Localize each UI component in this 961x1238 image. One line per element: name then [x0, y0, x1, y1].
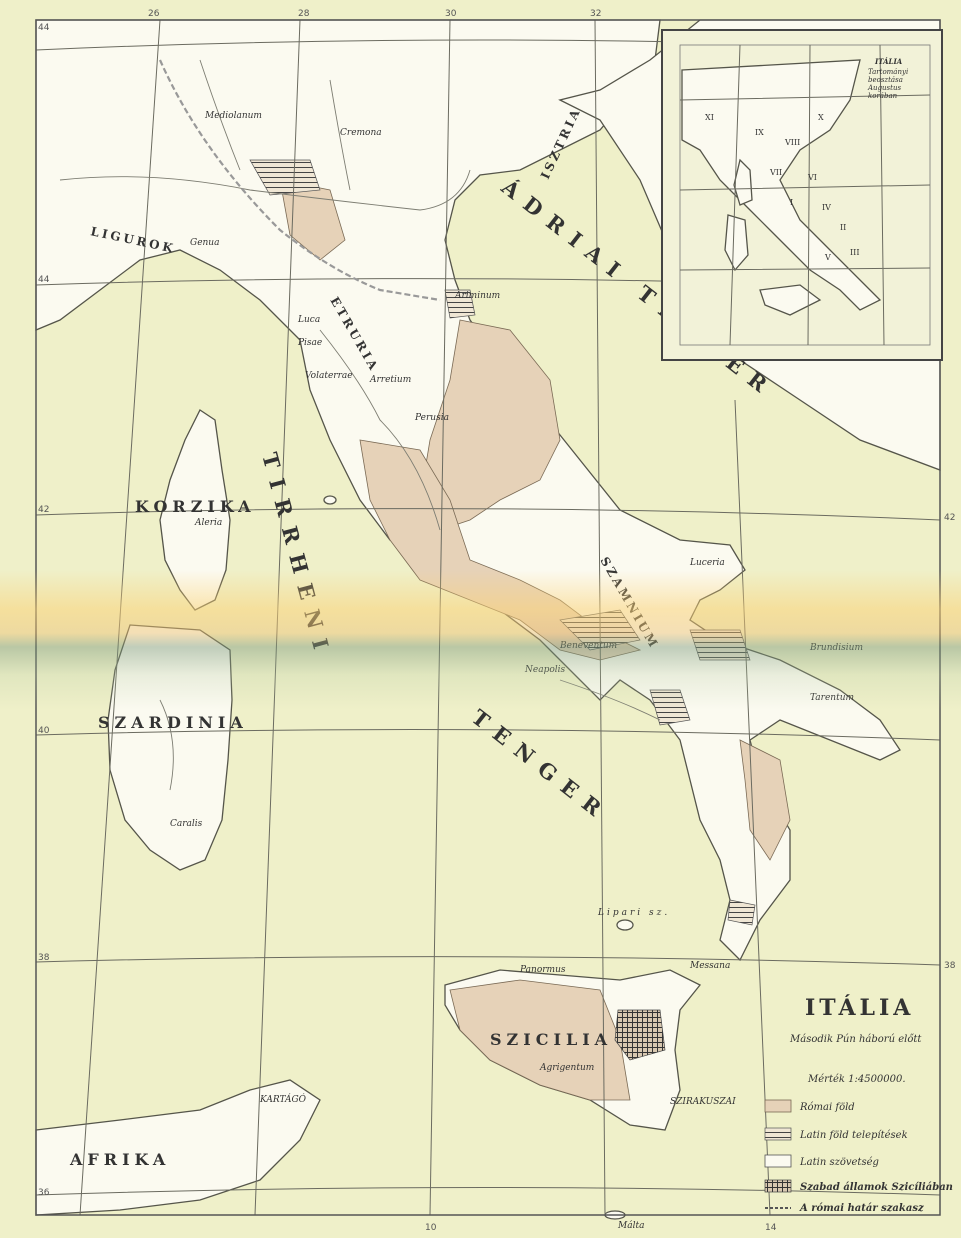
svg-text:Luceria: Luceria: [689, 558, 725, 568]
svg-text:Neapolis: Neapolis: [524, 665, 566, 675]
svg-text:Augustus: Augustus: [867, 84, 901, 92]
svg-text:32: 32: [590, 9, 601, 19]
corsica-label: KORZIKA: [135, 497, 256, 516]
svg-text:Pisae: Pisae: [297, 338, 322, 348]
svg-text:Agrigentum: Agrigentum: [539, 1063, 594, 1073]
svg-text:Brundisium: Brundisium: [809, 643, 863, 653]
svg-text:Volaterrae: Volaterrae: [305, 371, 353, 381]
svg-text:Panormus: Panormus: [519, 965, 566, 975]
map-title: ITÁLIA: [805, 994, 914, 1021]
roman-land-south: [739, 739, 791, 861]
svg-text:14: 14: [765, 1223, 777, 1233]
land-elba: [323, 495, 337, 505]
africa-label: AFRIKA: [69, 1150, 170, 1169]
svg-text:Aleria: Aleria: [194, 518, 222, 528]
sicily-label: SZICILIA: [490, 1030, 612, 1049]
roman-land-sicily: [449, 979, 631, 1101]
svg-text:IX: IX: [755, 128, 764, 137]
svg-text:Római föld: Római föld: [799, 1102, 855, 1113]
svg-text:KARTÁGÓ: KARTÁGÓ: [259, 1093, 307, 1105]
svg-text:44: 44: [38, 23, 50, 33]
svg-text:SZIRAKUSZAI: SZIRAKUSZAI: [670, 1097, 736, 1107]
svg-text:IV: IV: [822, 203, 831, 212]
svg-text:Perusia: Perusia: [414, 413, 449, 423]
svg-text:28: 28: [298, 9, 310, 19]
svg-text:Tartományi: Tartományi: [868, 68, 908, 76]
land-africa: [35, 1079, 321, 1216]
svg-text:42: 42: [944, 513, 955, 523]
svg-text:VI: VI: [807, 173, 817, 182]
svg-text:Szabad államok Szicíliában: Szabad államok Szicíliában: [800, 1182, 953, 1193]
svg-text:Luca: Luca: [297, 315, 320, 325]
svg-text:ITÁLIA: ITÁLIA: [874, 57, 903, 66]
svg-text:40: 40: [38, 726, 50, 736]
svg-text:Latin szövetség: Latin szövetség: [799, 1157, 879, 1168]
svg-text:Messana: Messana: [689, 961, 730, 971]
svg-text:26: 26: [148, 9, 160, 19]
svg-text:A római határ szakasz: A római határ szakasz: [799, 1203, 924, 1214]
legend: Római föld Latin föld telepítések Latin …: [764, 1099, 953, 1214]
svg-text:V: V: [824, 253, 831, 262]
svg-text:I: I: [790, 198, 793, 207]
land-lipari: [616, 919, 634, 931]
svg-text:VIII: VIII: [784, 138, 800, 147]
roman-border: [158, 59, 441, 302]
svg-text:38: 38: [944, 961, 956, 971]
map-subtitle: Második Pún háború előtt: [789, 1034, 922, 1045]
svg-text:beosztása: beosztása: [868, 76, 903, 84]
svg-text:Arretium: Arretium: [369, 375, 411, 385]
svg-text:42: 42: [38, 505, 49, 515]
svg-text:36: 36: [38, 1188, 50, 1198]
svg-text:XI: XI: [705, 113, 714, 122]
svg-text:44: 44: [38, 275, 50, 285]
svg-text:Málta: Málta: [617, 1220, 644, 1231]
svg-text:Genua: Genua: [190, 238, 219, 248]
svg-text:Mediolanum: Mediolanum: [204, 111, 262, 121]
roman-land-central: [419, 319, 561, 531]
svg-text:Cremona: Cremona: [340, 128, 382, 138]
svg-text:Latin föld telepítések: Latin föld telepítések: [799, 1130, 908, 1141]
svg-text:II: II: [840, 223, 846, 232]
svg-text:10: 10: [425, 1223, 437, 1233]
coordinate-labels: 44 44 42 40 38 36 26 28 30 32 10 14 42 3…: [38, 9, 956, 1233]
svg-text:VII: VII: [769, 168, 782, 177]
svg-text:38: 38: [38, 953, 50, 963]
svg-text:Beneventum: Beneventum: [559, 641, 617, 651]
svg-text:Ariminum: Ariminum: [454, 291, 500, 301]
free-state-sicily: [614, 1009, 666, 1061]
sardinia-label: SZARDINIA: [98, 713, 248, 732]
svg-text:Lipari sz.: Lipari sz.: [597, 908, 670, 918]
latin-colony-5: [727, 899, 756, 926]
map-scale: Mérték 1:4500000.: [807, 1074, 906, 1085]
svg-text:Tarentum: Tarentum: [810, 693, 854, 703]
svg-text:III: III: [850, 248, 859, 257]
svg-text:30: 30: [445, 9, 457, 19]
svg-text:X: X: [818, 113, 824, 122]
latin-colony-3: [689, 629, 751, 661]
latin-colony-2: [249, 159, 321, 196]
inset-map: ITÁLIA Tartományi beosztása Augustus kor…: [661, 29, 943, 361]
latin-colony-1: [444, 289, 476, 319]
svg-text:Caralis: Caralis: [170, 819, 203, 829]
svg-text:korában: korában: [868, 92, 898, 100]
